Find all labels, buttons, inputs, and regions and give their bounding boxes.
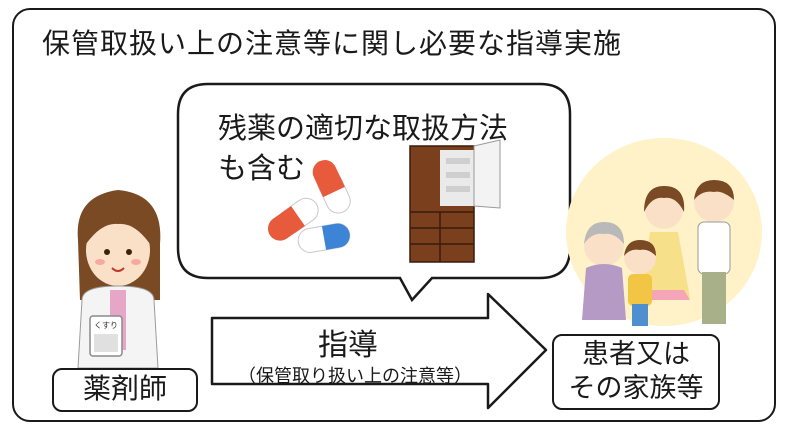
patient-label: 患者又は その家族等 <box>552 334 720 410</box>
pharmacist-sign-text: くすり <box>94 321 118 330</box>
bubble-text: 残薬の適切な取扱方法 も含む <box>218 108 548 188</box>
patient-line-1: 患者又は <box>582 339 690 370</box>
bubble-line-1: 残薬の適切な取扱方法 <box>218 111 509 145</box>
diagram-heading: 保管取扱い上の注意等に関し必要な指導実施 <box>42 27 623 60</box>
patient-line-2: その家族等 <box>568 373 704 404</box>
arrow-label: 指導 <box>318 328 378 363</box>
pharmacist-label: 薬剤師 <box>52 368 198 412</box>
bubble-line-2: も含む <box>218 151 306 185</box>
arrow-sublabel: （保管取り扱い上の注意等） <box>238 366 472 387</box>
